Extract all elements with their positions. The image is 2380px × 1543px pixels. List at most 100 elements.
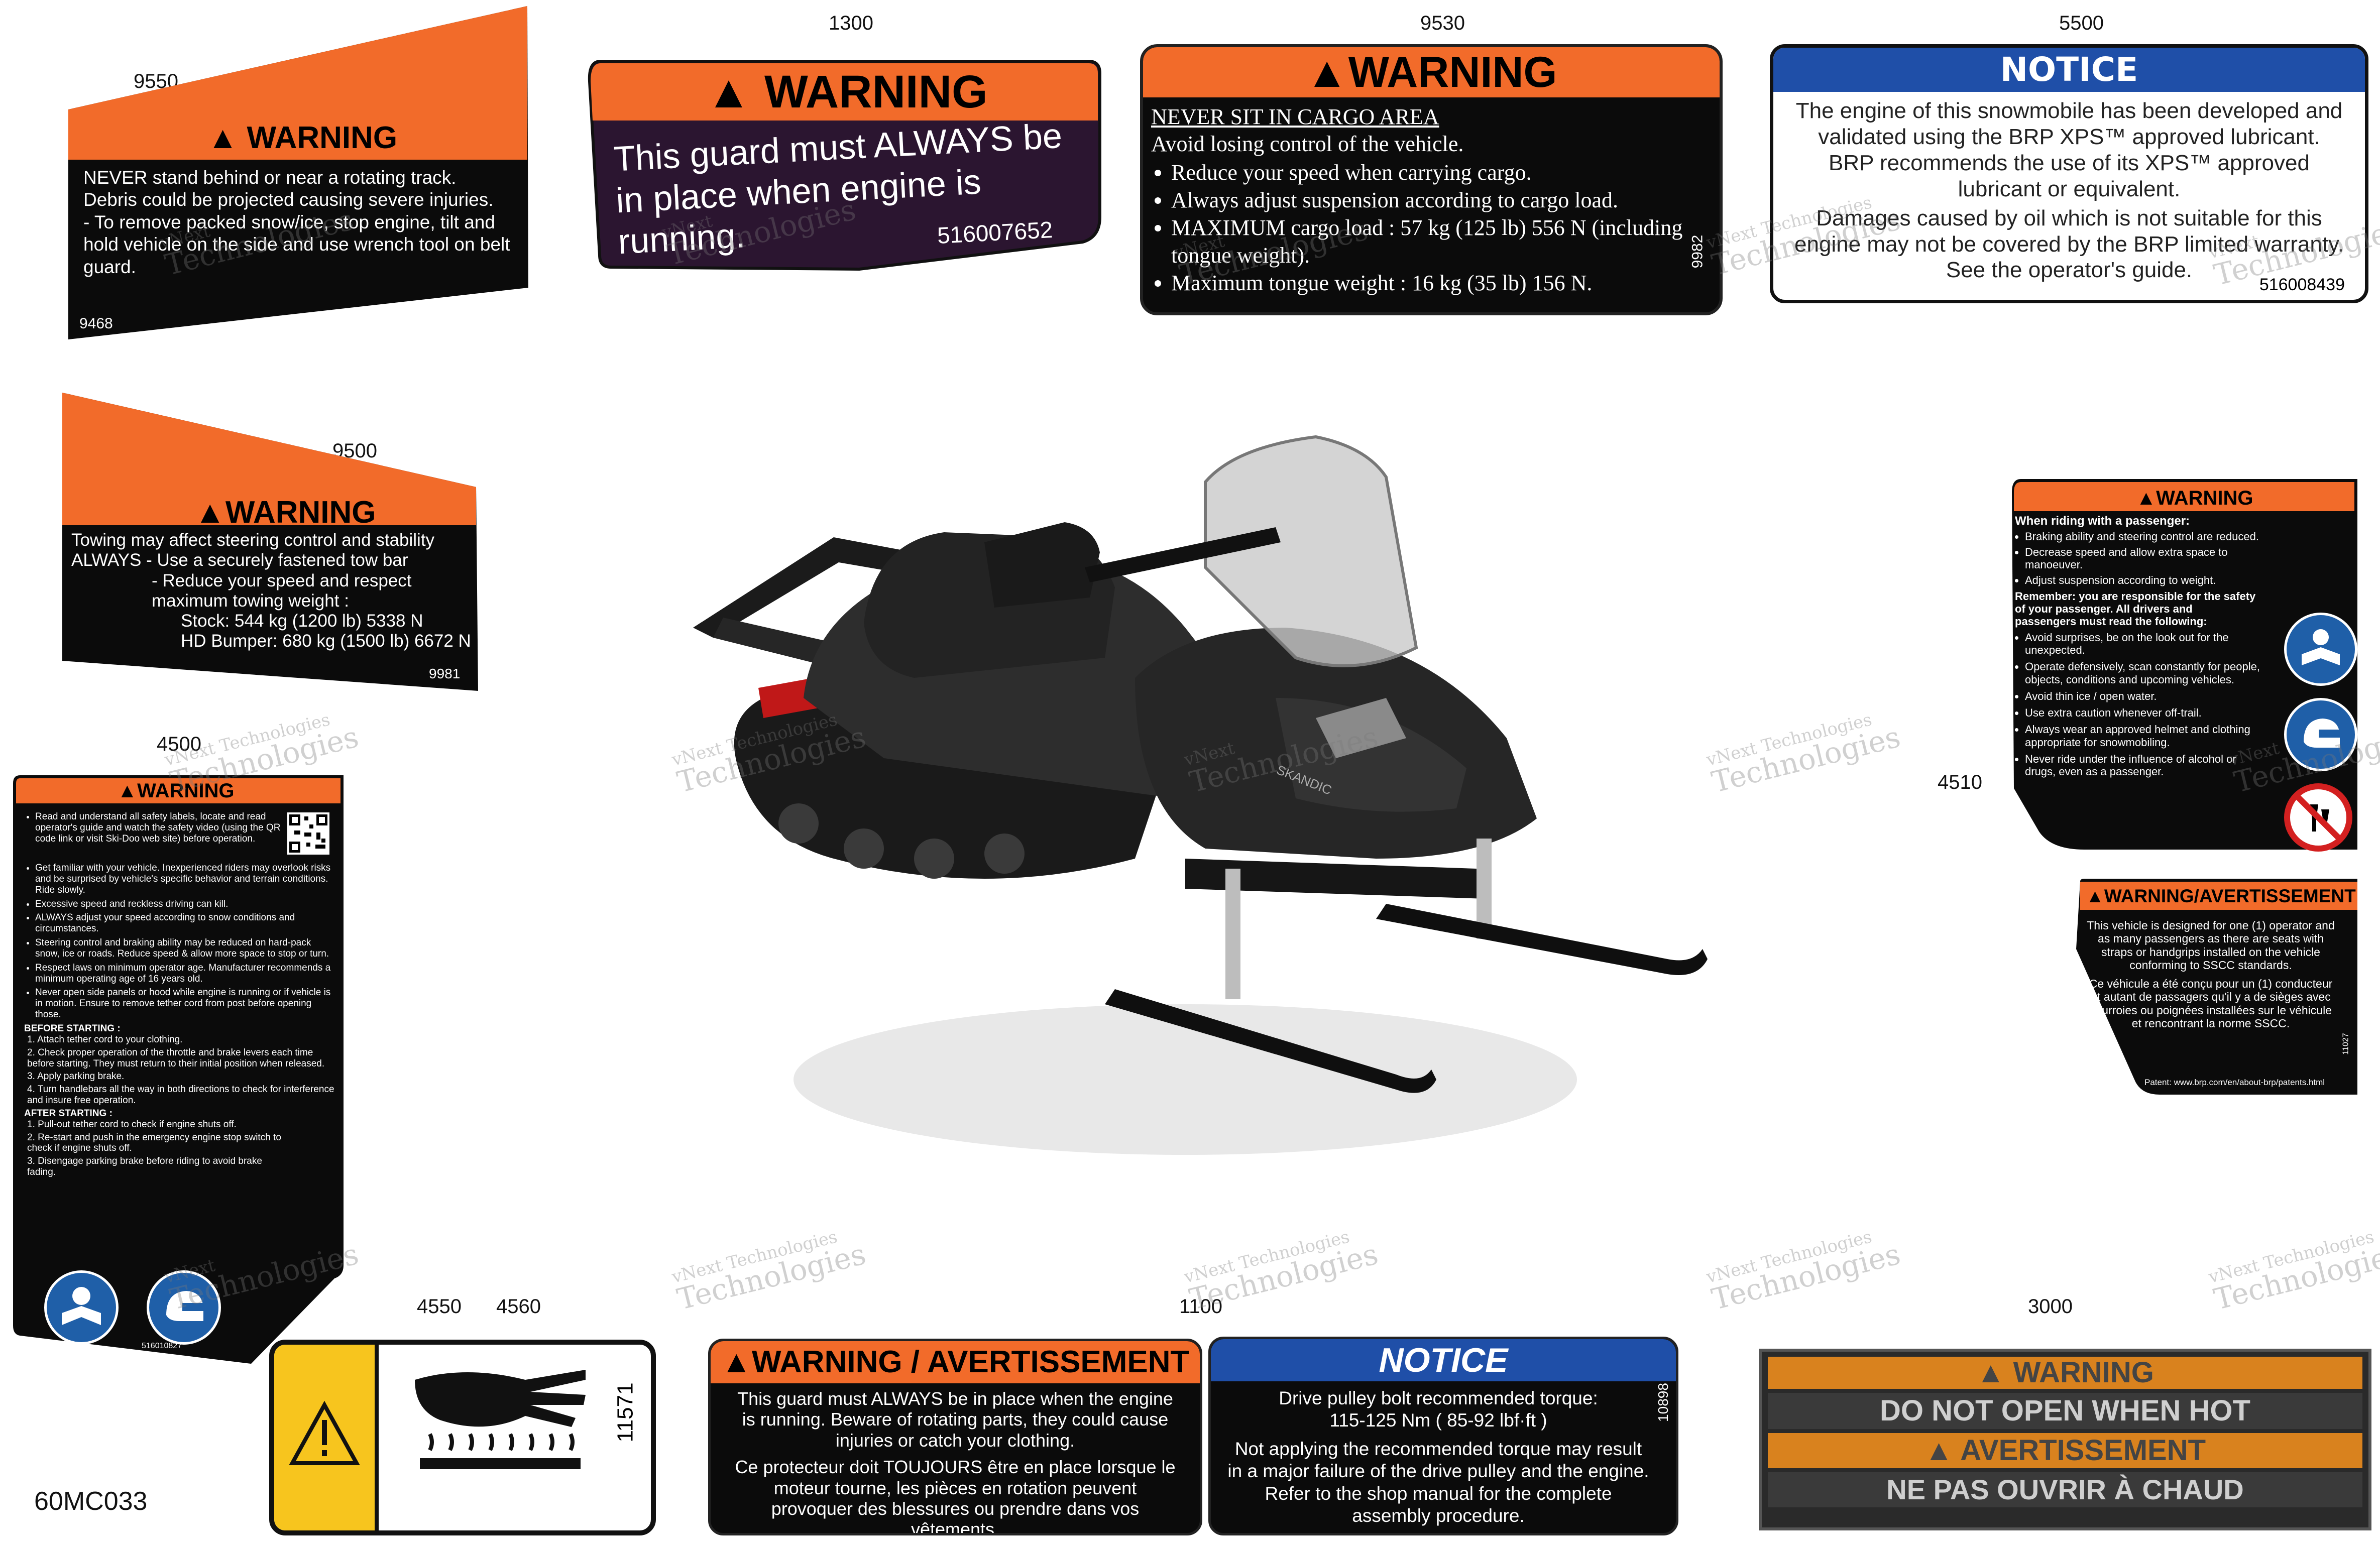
caution-triangle-icon	[289, 1400, 360, 1465]
label-9530-item: Maximum tongue weight : 16 kg (35 lb) 15…	[1171, 269, 1711, 297]
label-4510: ▲WARNING When riding with a passenger: B…	[2009, 477, 2362, 1100]
label-5500-body: The engine of this snowmobile has been d…	[1773, 92, 2365, 283]
label-3000: ▲ WARNING DO NOT OPEN WHEN HOT ▲ AVERTIS…	[1759, 1349, 2371, 1530]
label-4550-code: 11571	[613, 1382, 638, 1443]
label-4500-after-item: 3. Disengage parking brake before riding…	[27, 1156, 262, 1178]
label-9530-header: ▲WARNING	[1143, 47, 1720, 97]
callout-4500: 4500	[157, 733, 201, 755]
label-4500-before-heading: BEFORE STARTING :	[24, 1023, 121, 1034]
label-5500-code: 516008439	[2259, 275, 2345, 294]
right-ski	[1376, 904, 1708, 975]
label-9530-intro: Avoid losing control of the vehicle.	[1151, 131, 1464, 156]
passenger-read-icon	[2284, 613, 2357, 686]
label-4500-item: Get familiar with your vehicle. Inexperi…	[35, 863, 335, 896]
label-3000-line2: DO NOT OPEN WHEN HOT	[1880, 1394, 2250, 1427]
cargo-rack-frame	[713, 587, 974, 668]
label-4510-lead: When riding with a passenger:	[2015, 514, 2190, 528]
label-4500-before-item: 1. Attach tether cord to your clothing.	[27, 1034, 183, 1045]
passenger-read-graphic	[2302, 629, 2340, 665]
label-1300-title: ▲ WARNING	[706, 66, 988, 117]
hot-surface-hand-icon	[415, 1370, 586, 1469]
callout-1100: 1100	[1179, 1295, 1223, 1318]
read-manual-graphic	[62, 1287, 101, 1325]
label-1100-warning-title: ▲WARNING / AVERTISSEMENT	[721, 1345, 1190, 1379]
passenger-helmet-icon	[2284, 698, 2357, 771]
label-4500-after-item: 1. Pull-out tether cord to check if engi…	[27, 1119, 237, 1130]
tail-light	[758, 678, 819, 718]
label-9550-text2: Debris could be projected causing severe…	[83, 189, 494, 210]
label-4500-list: Read and understand all safety labels, l…	[24, 811, 285, 845]
snowmobile-shadow	[794, 1004, 1577, 1155]
label-9530-body: NEVER SIT IN CARGO AREA Avoid losing con…	[1143, 97, 1720, 297]
snowmobile-illustration: SKANDIC	[693, 435, 1708, 1155]
label-9550-text3: - To remove packed snow/ice, stop engine…	[83, 211, 510, 277]
label-1100-notice-text1: Drive pulley bolt recommended torque:	[1279, 1388, 1598, 1408]
front-bumper	[1185, 859, 1487, 899]
label-4510-patent: Patent: www.brp.com/en/about-brp/patents…	[2144, 1078, 2325, 1087]
label-5500-text2: Damages caused by oil which is not suita…	[1794, 205, 2344, 283]
label-1100-notice-text2: 115-125 Nm ( 85-92 lbf·ft )	[1329, 1410, 1547, 1431]
label-9530-item: Always adjust suspension according to ca…	[1171, 186, 1711, 214]
label-4510-body2: This vehicle is designed for one (1) ope…	[2085, 919, 2336, 1030]
label-4510-item: Decrease speed and allow extra space to …	[2025, 546, 2276, 571]
label-4510-item: Never ride under the influence of alcoho…	[2025, 753, 2266, 778]
label-9500-text2: ALWAYS - Use a securely fastened tow bar	[71, 550, 408, 570]
callout-9530: 9530	[1420, 12, 1465, 34]
label-9500-text4: Stock: 544 kg (1200 lb) 5338 N	[181, 611, 423, 631]
label-4500-before-item: 2. Check proper operation of the throttl…	[27, 1047, 325, 1069]
label-9500-text5: HD Bumper: 680 kg (1500 lb) 6672 N	[181, 631, 471, 651]
label-4550: 11571	[269, 1340, 656, 1535]
passenger-helmet-graphic	[2304, 719, 2340, 748]
label-9500-title: ▲WARNING	[194, 495, 376, 530]
label-3000-line3: ▲ AVERTISSEMENT	[1924, 1434, 2206, 1467]
label-9550-text1: NEVER stand behind or near a rotating tr…	[83, 167, 457, 188]
label-4500-before-item: 3. Apply parking brake.	[27, 1071, 125, 1082]
label-3000-band3: ▲ AVERTISSEMENT	[1768, 1433, 2362, 1468]
label-4510-item: Use extra caution whenever off-trail.	[2025, 706, 2266, 719]
label-4510-item: Braking ability and steering control are…	[2025, 530, 2276, 543]
label-1100-notice-header: NOTICE	[1211, 1339, 1676, 1381]
label-4510-title: ▲WARNING	[2136, 487, 2253, 509]
label-4500-after-item: 2. Re-start and push in the emergency en…	[27, 1132, 281, 1154]
label-9530-item: Reduce your speed when carrying cargo.	[1171, 159, 1711, 186]
label-9530: ▲WARNING NEVER SIT IN CARGO AREA Avoid l…	[1140, 44, 1723, 315]
label-4500-item: ALWAYS adjust your speed according to sn…	[35, 912, 335, 934]
label-4550-yellow-panel	[274, 1345, 379, 1530]
label-9500-shape	[62, 393, 478, 691]
qr-code-icon	[287, 812, 329, 855]
label-4510-en: This vehicle is designed for one (1) ope…	[2087, 919, 2335, 972]
label-1300-shape	[588, 60, 1101, 271]
label-1100-notice: NOTICE Drive pulley bolt recommended tor…	[1208, 1337, 1678, 1535]
label-4500-after-heading: AFTER STARTING :	[24, 1108, 112, 1119]
label-3000-band1: ▲ WARNING	[1768, 1357, 2362, 1389]
label-1100-warning-en: This guard must ALWAYS be in place when …	[737, 1388, 1173, 1451]
label-9530-list: Reduce your speed when carrying cargo. A…	[1151, 159, 1711, 297]
label-4500-before-list: 1. Attach tether cord to your clothing. …	[24, 1034, 335, 1106]
label-1100-notice-code: 10898	[1655, 1383, 1671, 1422]
label-4510-item: Avoid surprises, be on the look out for …	[2025, 631, 2266, 657]
label-4500-list-2: Get familiar with your vehicle. Inexperi…	[24, 863, 335, 1020]
label-9500-body: Towing may affect steering control and s…	[71, 530, 473, 652]
label-1300: ▲ WARNING This guard must ALWAYS be in p…	[586, 56, 1104, 273]
read-manual-icon	[44, 1270, 119, 1345]
qr-code-graphic	[289, 814, 327, 853]
label-5500-text1: The engine of this snowmobile has been d…	[1795, 98, 2343, 201]
label-4510-title2: ▲WARNING/AVERTISSEMENT	[2086, 886, 2356, 906]
no-alcohol-graphic	[2296, 795, 2341, 840]
label-5500-title: NOTICE	[2000, 50, 2138, 89]
label-1100-notice-text3: Not applying the recommended torque may …	[1227, 1438, 1649, 1526]
label-1100-warning-fr: Ce protecteur doit TOUJOURS être en plac…	[735, 1457, 1176, 1535]
label-4500-item: Excessive speed and reckless driving can…	[35, 899, 335, 910]
label-4500-title: ▲WARNING	[117, 780, 235, 802]
label-4500-shape	[13, 775, 344, 1364]
helmet-icon	[147, 1270, 221, 1345]
left-ski	[1105, 989, 1436, 1093]
label-4500-body: Get familiar with your vehicle. Inexperi…	[24, 863, 335, 1180]
label-4500: ▲WARNING Read and understand all safety …	[10, 773, 352, 1366]
label-1100-notice-title: NOTICE	[1379, 1341, 1508, 1379]
label-4500-body-top: Read and understand all safety labels, l…	[24, 811, 285, 848]
label-9500-text3: - Reduce your speed and respect maximum …	[152, 570, 412, 611]
label-4510-list2: Avoid surprises, be on the look out for …	[2015, 631, 2266, 778]
